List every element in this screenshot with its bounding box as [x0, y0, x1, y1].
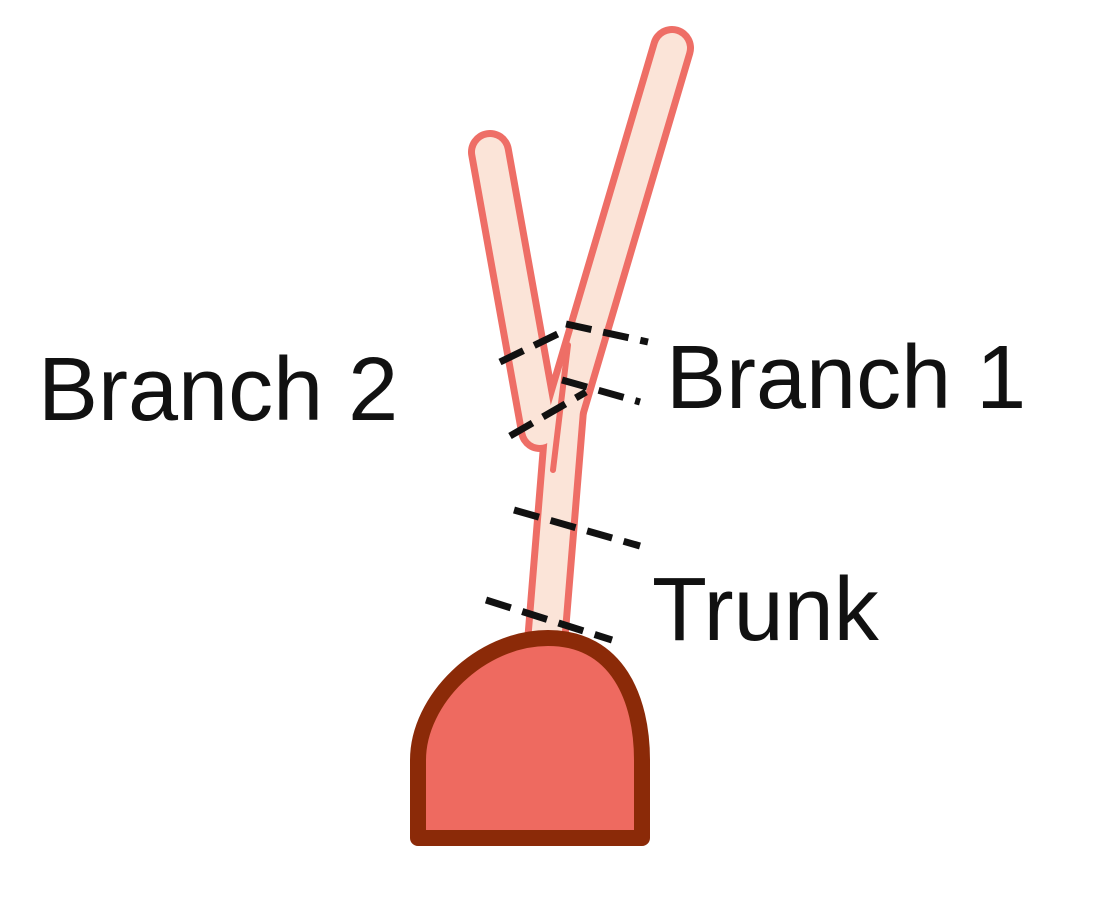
trunk-lower-boundary: [484, 596, 614, 644]
base-dome: [410, 630, 650, 846]
branch-1-upper-boundary: [565, 320, 649, 346]
branch-2-fill: [475, 137, 555, 445]
tube-fill-group: [475, 33, 687, 670]
trunk-upper-boundary: [513, 506, 641, 550]
branch-2-label: Branch 2: [38, 340, 398, 440]
branch-1-lower-boundary: [561, 376, 641, 406]
section-boundaries: [484, 320, 649, 644]
trunk-label: Trunk: [652, 560, 880, 660]
branch-1-fill: [550, 33, 687, 425]
branch-2-lower-boundary: [508, 388, 588, 440]
trunk-fill: [530, 395, 580, 670]
branch-1-label: Branch 1: [666, 328, 1026, 428]
branch-2-upper-boundary: [498, 326, 568, 366]
